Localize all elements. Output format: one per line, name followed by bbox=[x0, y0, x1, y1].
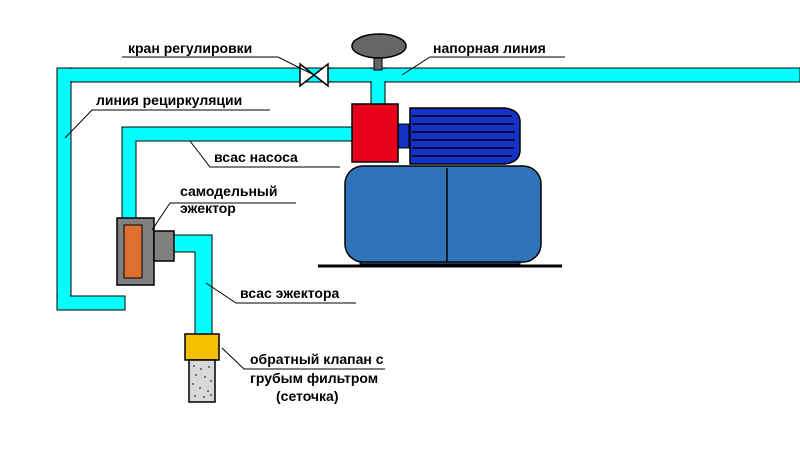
label-check-valve-line3: (сеточка) bbox=[276, 388, 339, 404]
leader-ejector-suction bbox=[205, 282, 356, 304]
label-ejector-line1: самодельный bbox=[180, 183, 277, 199]
pressure-switch-icon bbox=[351, 33, 407, 71]
hydro-accumulator-tank bbox=[318, 165, 562, 268]
check-valve-icon bbox=[184, 333, 220, 403]
label-pump-suction: всас насоса bbox=[214, 149, 298, 165]
leader-ejector bbox=[151, 202, 296, 231]
label-check-valve-line1: обратный клапан с bbox=[250, 351, 384, 367]
ejector-core bbox=[123, 224, 143, 279]
ejector-suction-pipe bbox=[169, 234, 213, 337]
pump-head bbox=[351, 103, 399, 163]
tank-body bbox=[344, 165, 542, 263]
label-regulating-valve: кран регулировки bbox=[128, 40, 252, 56]
label-ejector-suction: всас эжектора bbox=[240, 285, 340, 301]
leader-lines bbox=[64, 56, 565, 370]
label-pressure-line: напорная линия bbox=[433, 40, 546, 56]
leader-pressure-line bbox=[401, 56, 565, 76]
label-recirculation-line: линия рециркуляции bbox=[96, 92, 242, 108]
ejector-side-port bbox=[153, 230, 175, 262]
pump-suction-pipe bbox=[121, 126, 353, 221]
leader-regulating-valve bbox=[122, 56, 313, 75]
label-check-valve-line2: грубым фильтром bbox=[250, 370, 378, 386]
motor-body bbox=[409, 107, 521, 165]
leader-recirculation bbox=[64, 109, 270, 139]
leader-check-valve bbox=[221, 347, 385, 370]
leader-pump-suction bbox=[189, 140, 340, 168]
ejector-icon bbox=[116, 217, 175, 286]
ejector-suction-pipe-path bbox=[169, 234, 213, 337]
motor-shaft bbox=[396, 123, 410, 149]
check-valve-body bbox=[184, 333, 220, 361]
pump-motor bbox=[396, 107, 521, 165]
pump-suction-pipe-path bbox=[121, 126, 353, 221]
regulating-valve-icon bbox=[299, 62, 329, 88]
label-ejector-line2: эжектор bbox=[180, 200, 236, 216]
pressure-pipe bbox=[58, 67, 800, 309]
